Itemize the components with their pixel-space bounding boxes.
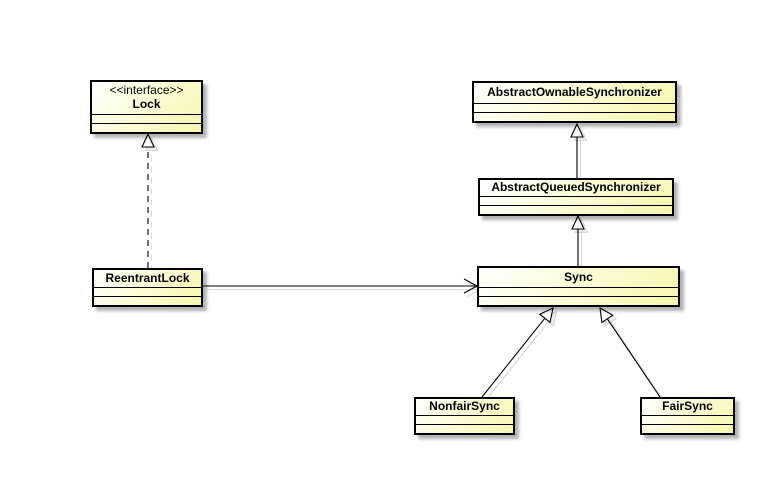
edge-association-reentrantlock-sync <box>203 278 479 294</box>
class-nonfairsync-name: NonfairSync <box>429 399 500 414</box>
edge-generalization-sync-aqs <box>571 214 585 266</box>
class-abstractownablesynchronizer: AbstractOwnableSynchronizer <box>472 81 677 123</box>
class-sync: Sync <box>477 266 680 307</box>
edge-generalization-fairsync-sync <box>599 306 661 398</box>
hollow-triangle-arrowhead <box>570 122 584 138</box>
class-sync-methods-compartment <box>479 296 678 305</box>
class-reentrantlock: ReentrantLock <box>92 268 203 307</box>
class-abstractqueuedsynchronizer-methods-compartment <box>480 205 672 214</box>
class-nonfairsync-attributes-compartment <box>416 415 513 424</box>
class-reentrantlock-name: ReentrantLock <box>105 270 190 285</box>
class-lock-attributes-compartment <box>92 114 201 123</box>
class-fairsync-attributes-compartment <box>642 415 733 424</box>
class-lock-methods-compartment <box>92 123 201 132</box>
class-reentrantlock-methods-compartment <box>94 296 201 305</box>
hollow-triangle-arrowhead <box>141 132 155 148</box>
class-lock-stereotype: <<interface>> <box>109 83 184 98</box>
class-sync-name: Sync <box>564 269 593 284</box>
class-nonfairsync-methods-compartment <box>416 424 513 433</box>
class-lock-header: <<interface>> Lock <box>92 82 201 114</box>
edge-realization-reentrantlock-lock <box>141 132 155 268</box>
class-fairsync: FairSync <box>640 397 735 435</box>
class-abstractownablesynchronizer-name: AbstractOwnableSynchronizer <box>487 85 662 100</box>
hollow-triangle-arrowhead <box>599 306 614 324</box>
edge-shadows <box>144 126 664 401</box>
edge-generalization-nonfairsync-sync <box>481 307 554 398</box>
class-lock-name: Lock <box>132 97 161 111</box>
class-reentrantlock-attributes-compartment <box>94 287 201 296</box>
class-sync-attributes-compartment <box>479 287 678 296</box>
class-nonfairsync: NonfairSync <box>414 397 515 435</box>
hollow-triangle-arrowhead <box>538 307 554 324</box>
class-fairsync-methods-compartment <box>642 424 733 433</box>
class-lock: <<interface>> Lock <box>90 80 203 134</box>
class-abstractownablesynchronizer-methods-compartment <box>474 112 675 121</box>
hollow-triangle-arrowhead <box>571 214 585 230</box>
class-abstractqueuedsynchronizer: AbstractQueuedSynchronizer <box>478 178 674 216</box>
class-abstractqueuedsynchronizer-name: AbstractQueuedSynchronizer <box>491 180 661 195</box>
class-abstractqueuedsynchronizer-attributes-compartment <box>480 196 672 205</box>
class-abstractownablesynchronizer-attributes-compartment <box>474 103 675 112</box>
class-fairsync-name: FairSync <box>662 399 713 414</box>
edge-generalization-aqs-aos <box>570 122 584 178</box>
